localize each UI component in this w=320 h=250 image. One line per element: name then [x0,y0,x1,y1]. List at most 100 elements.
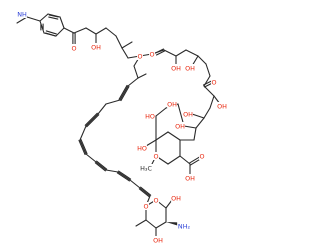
polyene-double-bond [138,188,150,198]
amino-nh2-label-backdrop [177,222,191,230]
polyene-bond [127,77,139,87]
side-chain-bond [115,35,123,49]
carbonyl-o-label-text: O [199,153,204,161]
macrocycle-bond [185,49,199,57]
hydroxyl-label-backdrop [91,43,101,51]
macrocycle-bond [175,49,187,57]
ketone-o-label-backdrop [71,44,77,52]
hydroxyl-label-text: OH [91,44,101,52]
polyene-double-bond [80,139,88,155]
sugar-hydroxyl-label: OH [171,194,181,203]
polyene-bond [85,113,99,127]
hydroxyl-label-backdrop [183,110,193,118]
lactone-carbonyl-o-label-backdrop [149,50,155,58]
chain-bond [155,107,167,117]
polyene-bond [105,169,119,173]
carbonyl-double-bond [190,158,202,166]
methyl-bond [135,219,147,227]
pyran-o-label: O [153,152,159,161]
polyene-bond [85,153,97,163]
polyene-bond [129,179,141,189]
sugar-hydroxyl-label-text: OH [171,195,181,203]
amino-nh2-label-text: NH₂ [178,223,191,231]
hydroxyl-label-backdrop [145,112,155,120]
lactone-o-label-text: O [137,53,142,61]
macrocycle-bond [203,85,215,97]
macrocycle-bond [195,117,205,129]
benzene-double-bond [45,30,57,35]
ketone-o-label-text: O [71,45,76,53]
polyene-double-bond [118,170,132,180]
ketone-o-label: O [71,44,77,53]
pyran-ring-bond [167,131,181,141]
methyl-bond [137,73,147,79]
amino-nh2-label: NH₂ [177,222,191,231]
hydroxyl-bond [145,139,157,147]
sugar-hydroxyl-label: OH [153,236,163,245]
sugar-hydroxyl-label-text: OH [153,237,163,245]
sugar-hydroxyl-label-backdrop [171,194,181,202]
ketone-o-label-backdrop [211,78,217,86]
hydroxyl-label-backdrop [185,64,195,72]
ketone-double-bond [202,80,213,86]
hydroxyl-label-backdrop [167,100,177,108]
hydroxyl-label: OH [185,64,195,73]
benzene-double-bond [48,16,59,20]
benzene-double-bond [48,14,59,18]
side-chain-bond [73,27,87,34]
methyl-label-text: H₃C [140,165,152,173]
lactone-o-label: O [137,52,143,61]
side-chain-bond [95,27,107,35]
pyran-o-label-text: O [153,153,158,161]
glycoside-o-label: O [143,202,149,211]
macrocycle-bond [205,63,211,77]
carbonyl-o-label-backdrop [199,152,205,160]
polyene-bond [97,103,107,115]
sugar-ring-bond [145,219,157,229]
carbonyl-double-bond [188,156,200,164]
benzene-ring-bond [39,20,45,34]
hydroxyl-label-text: OH [175,123,185,131]
polyene-double-bond [116,172,130,182]
hydroxyl-bond [165,199,173,209]
sugar-ring-bond [155,221,167,229]
sugar-hydroxyl-label-backdrop [153,236,163,244]
hydroxyl-label: OH [91,43,101,52]
benzene-ring-bond [55,27,65,37]
benzene-double-bond [45,32,57,37]
polyene-double-bond [78,139,86,155]
hydroxyl-label-text: OH [167,101,177,109]
hydroxyl-label-text: OH [183,111,193,119]
glycoside-o-label-backdrop [143,202,149,210]
amine-nh-label-backdrop [17,10,27,18]
polyene-bond [133,65,139,79]
hydroxyl-label: OH [171,64,181,73]
polyene-bond [119,85,129,101]
hydroxyl-label-text: OH [185,65,195,73]
hydroxyl-bond [183,125,197,129]
lactone-double-bond [155,50,166,56]
glycoside-o-label-text: O [143,203,148,211]
amine-nh-label-text: NH [17,11,27,19]
carbonyl-o-label: O [199,152,205,161]
pyran-o-label-backdrop [153,152,159,160]
hydroxyl-label-text: HO [145,113,155,121]
polyene-double-bond [118,84,128,101]
methyl-label-backdrop [139,164,153,172]
polyene-bond [117,171,131,181]
pyran-ring-bond [167,155,181,165]
hydroxyl-label-text: OH [171,65,181,73]
polyene-bond [139,187,151,197]
hydroxyl-label-backdrop [137,144,147,152]
macrocycle-bond [209,95,215,109]
hydroxyl-label: HO [137,144,147,153]
polyene-bond [95,161,107,171]
polyene-double-bond [86,114,100,128]
acid-oh-label-backdrop [185,174,195,182]
lactone-carbonyl-o-label-text: O [149,51,154,59]
hydroxyl-bond [191,113,205,119]
amine-nh-label: NH [17,10,27,19]
hydroxyl-label: OH [175,122,185,131]
methyl-bond [121,41,133,49]
